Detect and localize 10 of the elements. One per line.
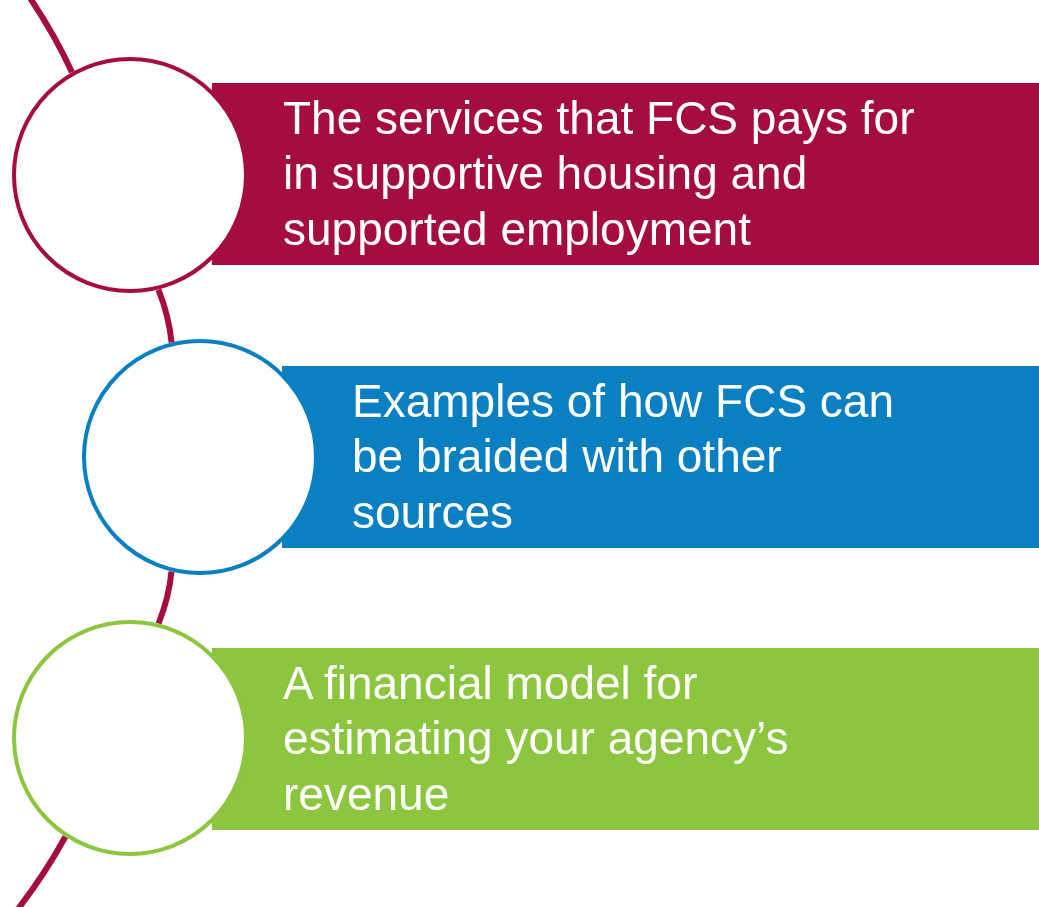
item-text: The services that FCS pays for in supportive housing and supported employment xyxy=(283,91,916,257)
connector-line xyxy=(15,835,68,907)
color-bar xyxy=(282,366,1039,548)
color-bar xyxy=(212,83,1039,265)
connector-line xyxy=(155,571,175,625)
color-bar xyxy=(212,648,1039,830)
connector-line xyxy=(155,288,175,343)
item-text: A financial model for estimating your agency’s revenue xyxy=(283,656,790,822)
item-text: Examples of how FCS can be braided with other sources xyxy=(352,374,895,540)
connector-line xyxy=(27,0,75,74)
